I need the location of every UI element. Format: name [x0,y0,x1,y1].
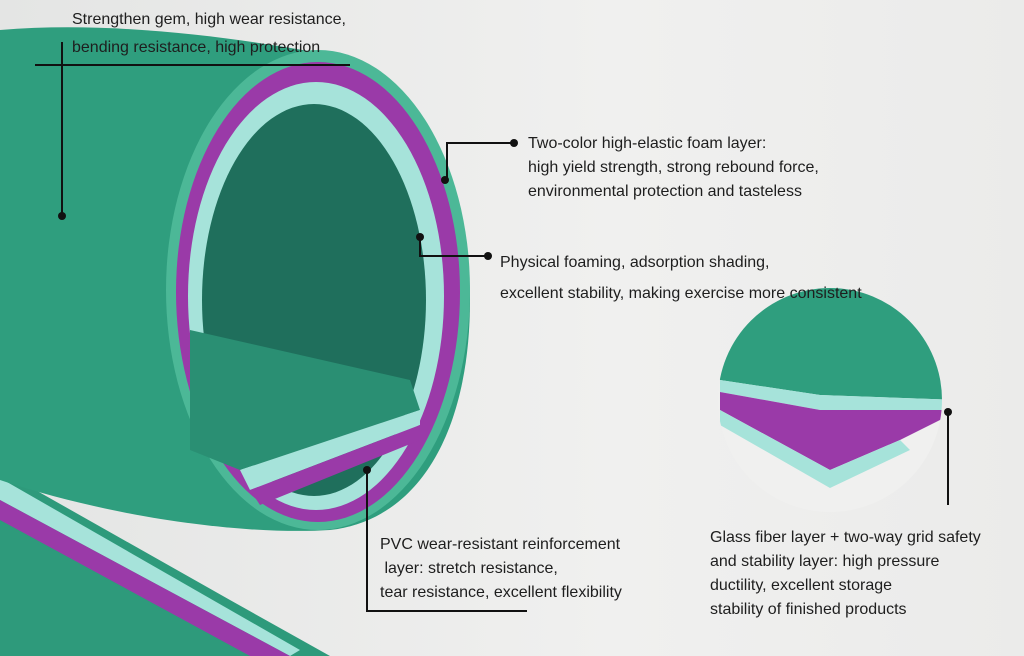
callout-dots [58,139,952,474]
callout-line: bending resistance, high protection [72,39,321,56]
callout-line: environmental protection and tasteless [528,183,802,200]
flat-mat-sheet [0,470,330,656]
roll-cross-section [166,50,470,530]
callout-glass-fiber: Glass fiber layer + two-way grid safety … [710,526,981,622]
callout-line: Two-color high-elastic foam layer: [528,135,767,152]
callout-line: PVC wear-resistant reinforcement [380,536,621,553]
callout-line: tear resistance, excellent flexibility [380,584,622,601]
callout-line: high yield strength, strong rebound forc… [528,159,819,176]
callout-foam-layer: Two-color high-elastic foam layer: high … [528,132,819,204]
callout-line: Physical foaming, adsorption shading, [500,254,770,271]
callout-line: Strengthen gem, high wear resistance, [72,11,346,28]
callout-pvc-layer: PVC wear-resistant reinforcement layer: … [380,533,622,605]
detail-closeup [718,288,942,512]
callout-line: stability of finished products [710,601,907,618]
callout-line: ductility, excellent storage [710,577,893,594]
callout-line: and stability layer: high pressure [710,553,940,570]
callout-line: excellent stability, making exercise mor… [500,285,862,302]
callout-line: Glass fiber layer + two-way grid safety [710,529,981,546]
callout-lines [35,42,949,612]
callout-physical-foaming: Physical foaming, adsorption shading, ex… [500,247,862,309]
callout-top-layer: Strengthen gem, high wear resistance, be… [72,6,346,62]
callout-line: layer: stretch resistance, [380,560,558,577]
